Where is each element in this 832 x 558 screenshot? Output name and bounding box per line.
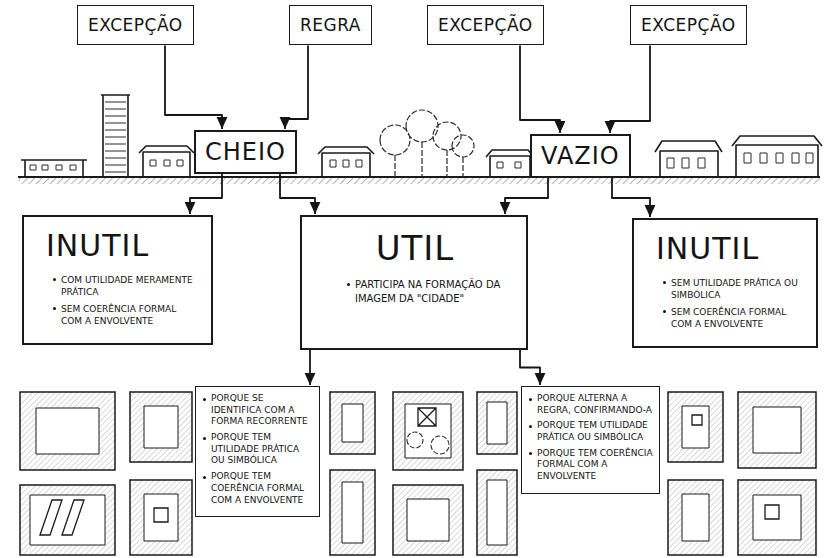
- bullet-text: SEM UTILIDADE PRÁTICA OU SIMBÓLICA: [662, 277, 804, 301]
- verdict-box: INUTIL SEM UTILIDADE PRÁTICA OU SIMBÓLICA…: [632, 218, 818, 348]
- flow-arrow: [520, 350, 540, 385]
- tree-sketches: [380, 110, 474, 177]
- label-box: EXCEPÇÃO: [77, 5, 194, 45]
- block-buildings: [40, 408, 779, 535]
- heading-text: EXCEPÇÃO: [88, 15, 183, 35]
- bullet-text: PORQUE SE IDENTIFICA COM A FORMA RECORRE…: [202, 393, 313, 428]
- bullet-text: PORQUE ALTERNA A REGRA, CONFIRMANDO-A: [528, 393, 653, 416]
- flow-arrow: [285, 45, 308, 129]
- bullet-text: PORQUE TEM COERÊNCIA FORMAL COM A ENVOLV…: [202, 471, 313, 506]
- flow-arrow: [612, 178, 650, 217]
- flow-arrow: [520, 45, 560, 133]
- flow-arrow: [309, 350, 311, 385]
- bullet-text: PORQUE TEM UTILIDADE PRÁTICA OU SIMBÓLIC…: [528, 420, 653, 443]
- block-trees: [407, 432, 449, 454]
- label-box: EXCEPÇÃO: [427, 5, 544, 45]
- flow-arrow: [165, 45, 222, 129]
- bullet-text: PORQUE TEM UTILIDADE PRÁTICA OU SIMBÓLIC…: [202, 432, 313, 467]
- bullet-text: PARTICIPA NA FORMAÇÃO DA IMAGEM DA "CIDA…: [346, 278, 505, 305]
- ground-line: [18, 176, 820, 178]
- flow-arrow: [610, 45, 650, 133]
- heading-text: VAZIO: [541, 141, 620, 171]
- reason-note: PORQUE ALTERNA A REGRA, CONFIRMANDO-A POR…: [521, 386, 660, 494]
- city-block-courtyards: [30, 402, 801, 545]
- heading-text: INUTIL: [656, 232, 804, 267]
- city-block-outlines: [20, 392, 816, 555]
- flow-arrow: [505, 178, 548, 214]
- bullet-text: COM UTILIDADE MERAMENTE PRÁTICA: [52, 274, 199, 298]
- ground-hatch: [18, 178, 820, 184]
- verdict-box: INUTIL COM UTILIDADE MERAMENTE PRÁTICA SEM…: [22, 215, 213, 345]
- heading-text: UTIL: [316, 229, 514, 268]
- label-box: EXCEPÇÃO: [630, 5, 747, 45]
- verdict-box: UTIL PARTICIPA NA FORMAÇÃO DA IMAGEM DA "…: [300, 215, 528, 350]
- building-outlines: [21, 95, 822, 177]
- reason-note: PORQUE SE IDENTIFICA COM A FORMA RECORRE…: [195, 386, 320, 517]
- bullet-text: SEM COERÊNCIA FORMAL COM A ENVOLVENTE: [662, 306, 804, 330]
- flow-arrow: [190, 174, 222, 214]
- flow-arrow: [280, 174, 315, 214]
- bullet-text: SEM COERÊNCIA FORMAL COM A ENVOLVENTE: [52, 303, 199, 327]
- heading-text: CHEIO: [205, 137, 286, 167]
- heading-text: REGRA: [300, 15, 361, 35]
- category-box: VAZIO: [530, 134, 631, 178]
- heading-text: EXCEPÇÃO: [438, 15, 533, 35]
- label-box: REGRA: [289, 5, 372, 45]
- heading-text: INUTIL: [46, 229, 199, 264]
- heading-text: EXCEPÇÃO: [641, 15, 736, 35]
- bullet-text: PORQUE TEM COERÊNCIA FORMAL COM A ENVOLV…: [528, 448, 653, 483]
- category-box: CHEIO: [194, 130, 297, 174]
